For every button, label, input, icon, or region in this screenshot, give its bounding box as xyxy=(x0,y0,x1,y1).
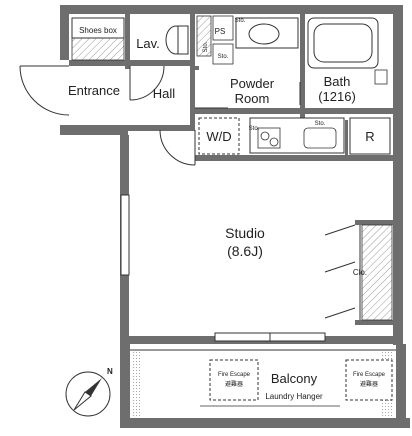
label-sto-top: Sto. xyxy=(235,18,246,24)
label-closet: Clo. xyxy=(353,268,367,277)
label-ps: PS xyxy=(215,27,226,36)
label-lavatory: Lav. xyxy=(136,36,160,51)
studio-side-window xyxy=(120,194,130,276)
label-studio-line1: Studio xyxy=(225,225,265,241)
kitchen-counter xyxy=(249,117,391,155)
label-entrance: Entrance xyxy=(68,83,120,98)
label-powder-room-line1: Powder xyxy=(230,76,275,91)
ps-closets xyxy=(196,15,234,65)
compass-north-label: N xyxy=(107,367,113,376)
label-refrigerator: R xyxy=(365,129,374,144)
label-sto-small-b: Sto. xyxy=(218,54,229,60)
label-bath-line1: Bath xyxy=(324,74,351,89)
room-labels: Shoes box Lav. PS Sto. Sto. Sto. Entranc… xyxy=(68,18,386,401)
label-fire-escape-left-en: Fire Escape xyxy=(218,372,251,378)
label-fire-escape-left-jp: 避難器 xyxy=(225,380,243,388)
label-studio-line2: (8.6J) xyxy=(227,243,263,259)
label-shoes-box: Shoes box xyxy=(79,26,117,35)
closet xyxy=(324,224,393,321)
lavatory-fixtures xyxy=(165,25,189,55)
label-sto-kitchen-a: Sto. xyxy=(249,126,260,132)
label-wd: W/D xyxy=(206,129,231,144)
label-laundry-hanger: Laundry Hanger xyxy=(265,392,323,401)
balcony-area xyxy=(130,349,396,418)
washer-dryer xyxy=(198,117,240,155)
label-sto-small-a: Sto. xyxy=(203,41,209,52)
label-fire-escape-right-en: Fire Escape xyxy=(353,372,386,378)
bathtub xyxy=(307,17,388,85)
interior-walls xyxy=(69,14,393,325)
label-sto-kitchen-b: Sto. xyxy=(315,121,326,127)
north-arrow-icon: N xyxy=(65,367,113,417)
powder-room-basin xyxy=(235,17,299,49)
label-balcony: Balcony xyxy=(271,371,318,386)
label-powder-room-line2: Room xyxy=(235,91,270,106)
shoes-box xyxy=(71,17,125,61)
doors xyxy=(19,65,301,166)
label-bath-line2: (1216) xyxy=(318,89,356,104)
label-hall: Hall xyxy=(153,86,176,101)
studio-window xyxy=(214,332,326,342)
label-fire-escape-right-jp: 避難器 xyxy=(360,380,378,388)
